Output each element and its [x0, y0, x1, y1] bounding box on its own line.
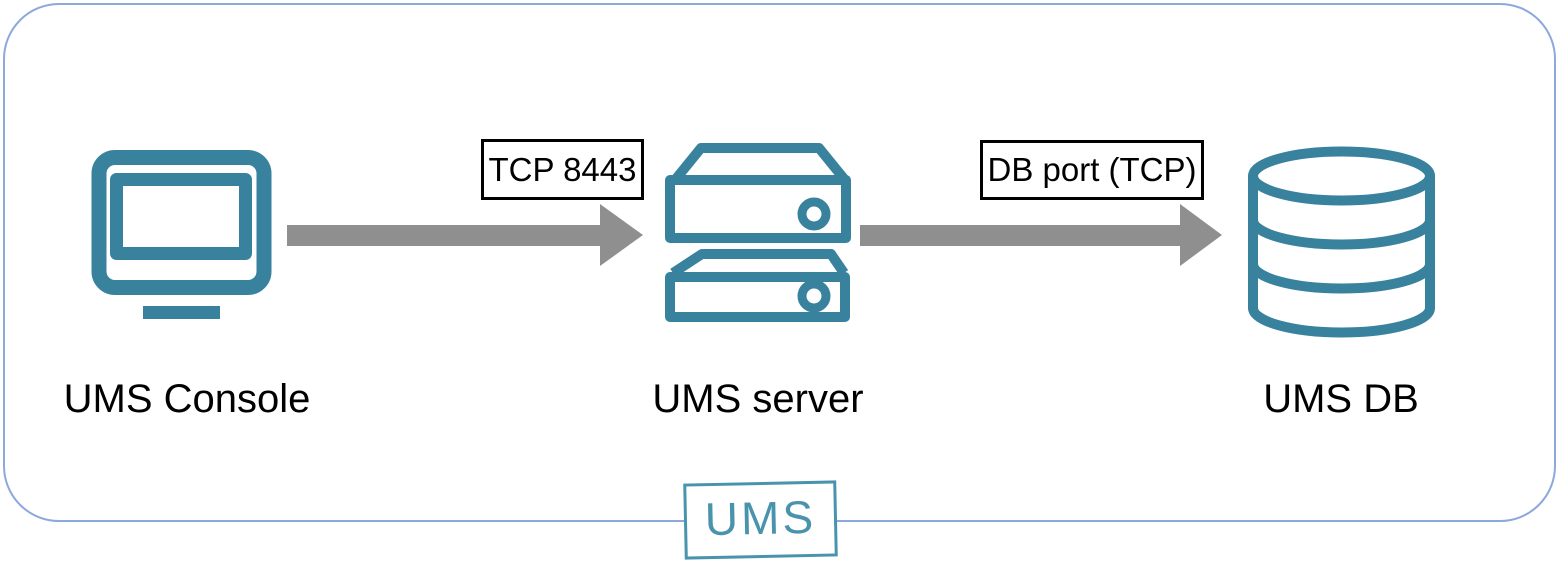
ums-logo-box: UMS [683, 480, 838, 560]
monitor-stand [143, 306, 220, 319]
ums-logo-label: UMS [704, 490, 817, 546]
connection-label-db-port: DB port (TCP) [980, 140, 1204, 200]
node-label-ums-console: UMS Console [63, 377, 311, 421]
server-icon [665, 143, 851, 322]
monitor-icon [91, 150, 272, 319]
node-label-ums-db: UMS DB [1263, 377, 1419, 421]
database-icon [1248, 146, 1435, 338]
node-label-ums-server: UMS server [652, 377, 864, 421]
connection-label-tcp-8443: TCP 8443 [481, 139, 644, 200]
